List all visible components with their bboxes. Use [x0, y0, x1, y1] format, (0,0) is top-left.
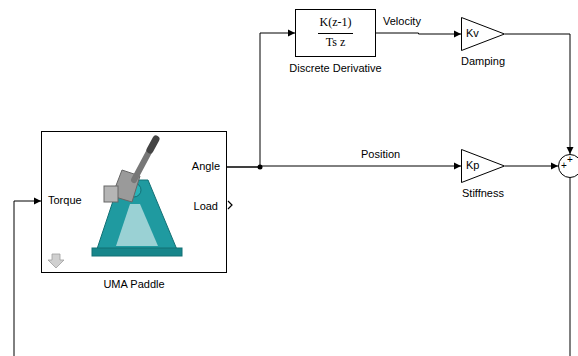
motor-cap	[104, 186, 118, 202]
transfer-function-block: K(z-1)Ts zDiscrete Derivative	[295, 9, 376, 57]
output-port-marker	[228, 201, 232, 209]
block-name: Discrete Derivative	[289, 62, 381, 75]
signal-line	[376, 33, 461, 34]
arrow-head	[567, 147, 574, 154]
block-name: UMA Paddle	[103, 278, 164, 291]
signal-line	[505, 166, 558, 167]
output-port-label: Angle	[192, 160, 220, 173]
signal-line	[227, 166, 461, 167]
input-port-label: Torque	[48, 194, 82, 207]
sign-label: +	[567, 154, 573, 165]
paddle-arm	[134, 150, 150, 180]
signal-line	[505, 34, 570, 154]
signal-name: Position	[359, 148, 402, 161]
output-port-label: Load	[194, 200, 218, 213]
numerator: K(z-1)	[320, 16, 352, 29]
base-foot	[92, 248, 182, 256]
arrow-head	[454, 31, 461, 38]
signal-line	[227, 33, 295, 167]
signal-line	[14, 178, 570, 356]
paddle-base	[96, 180, 178, 252]
gain-value: Kp	[466, 159, 479, 172]
arrow-head	[551, 163, 558, 170]
arrow-head	[34, 198, 41, 205]
gain-triangle: KpStiffness	[461, 149, 505, 183]
block-name: Stiffness	[462, 187, 504, 200]
subsystem-block: TorqueAngleLoadUMA Paddle	[41, 131, 227, 273]
paddle-handle	[150, 139, 156, 150]
arrow-head	[288, 30, 295, 37]
arrow-head	[454, 163, 461, 170]
gain-outline	[462, 150, 505, 183]
gain-outline	[462, 18, 505, 51]
denominator: Ts z	[326, 36, 346, 49]
signal-name: Velocity	[381, 15, 423, 28]
fraction-bar	[318, 33, 354, 34]
gain-value: Kv	[466, 27, 479, 40]
block-name: Damping	[461, 55, 505, 68]
sum-circle: ++	[558, 154, 578, 178]
gain-triangle: KvDamping	[461, 17, 505, 51]
library-link-icon	[48, 254, 64, 268]
base-opening	[116, 204, 158, 246]
sign-label: +	[561, 160, 567, 171]
